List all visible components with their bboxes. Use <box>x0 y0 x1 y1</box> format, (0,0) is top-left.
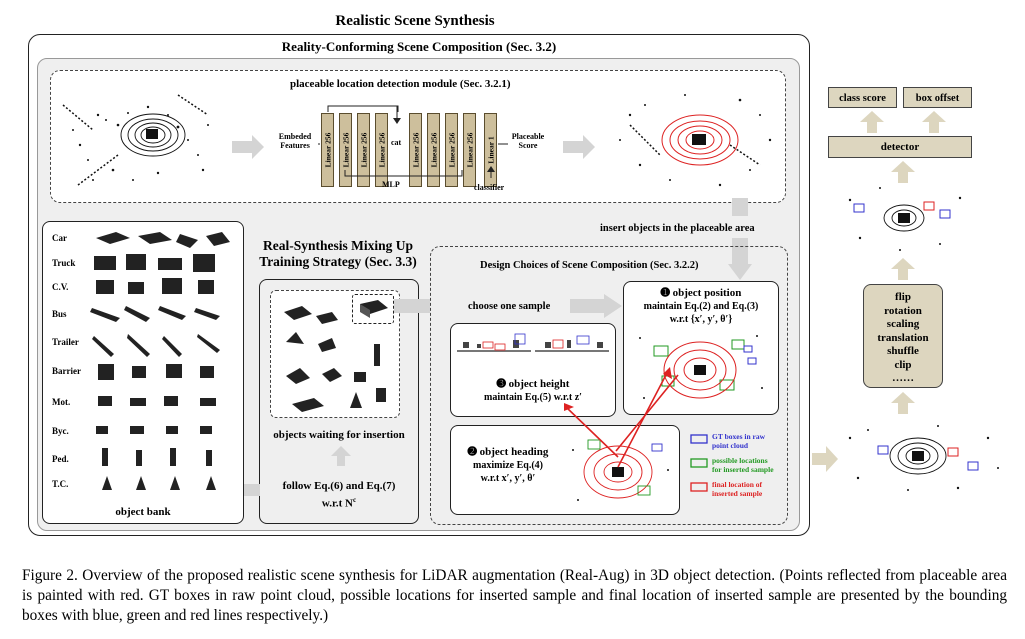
augmentation-box: flip rotation scaling translation shuffl… <box>863 284 943 388</box>
arrow-up-aug <box>891 392 915 414</box>
figure-title: Realistic Scene Synthesis <box>335 13 495 29</box>
heading-text: ➋ object heading maximize Eq.(4) w.r.t x… <box>467 446 549 484</box>
detector-box: detector <box>828 136 972 158</box>
arrow-to-augmented <box>812 446 838 472</box>
linear-256-1: Linear 256 <box>321 113 334 187</box>
linear-256-8: Linear 256 <box>463 113 476 187</box>
composition-title: Reality-Conforming Scene Composition (Se… <box>281 39 557 54</box>
class-label-truck: Truck <box>52 258 76 268</box>
arrow-up-detector <box>891 161 915 183</box>
follow-label: follow Eq.(6) and Eq.(7) w.r.t Nc <box>282 480 396 510</box>
aug-ellipsis: …… <box>892 372 914 384</box>
linear-256-6: Linear 256 <box>427 113 440 187</box>
linear-256-4: Linear 256 <box>375 113 388 187</box>
class-label-traffic-cone: T.C. <box>52 479 69 489</box>
aug-flip: flip <box>895 291 911 303</box>
aug-clip: clip <box>894 358 912 371</box>
linear-1: Linear 1 <box>484 113 497 187</box>
figure-caption: Figure 2. Overview of the proposed reali… <box>22 567 1007 624</box>
selected-sample <box>360 300 388 318</box>
final-point-cloud <box>848 187 962 251</box>
mlp-label: MLP <box>382 180 400 189</box>
design-title: Design Choices of Scene Composition (Sec… <box>480 260 699 271</box>
mlp-connectors <box>318 105 508 178</box>
arrow-2 <box>563 135 595 159</box>
module-title: placeable location detection module (Sec… <box>290 78 511 90</box>
arrow-1 <box>232 135 264 159</box>
legend-swatch-final <box>690 482 708 492</box>
arrow-up-offset <box>922 111 946 133</box>
linear-256-3: Linear 256 <box>357 113 370 187</box>
waiting-objects <box>284 306 386 412</box>
object-position-panel <box>623 281 779 415</box>
arrow-bank-to-strategy <box>244 484 260 496</box>
insert-objects-label: insert objects in the placeable area <box>600 223 755 234</box>
position-text: ➊ object position maintain Eq.(2) and Eq… <box>643 287 759 325</box>
aug-translation: translation <box>877 331 929 344</box>
aug-rotation: rotation <box>884 304 922 317</box>
box-offset-box: box offset <box>903 87 972 108</box>
class-score-box: class score <box>828 87 897 108</box>
class-label-bus: Bus <box>52 309 67 319</box>
legend-swatch-possible <box>690 458 708 468</box>
linear-256-2: Linear 256 <box>339 113 352 187</box>
aug-shuffle: shuffle <box>887 345 919 357</box>
arrow-up-box <box>891 258 915 280</box>
object-bank-samples <box>90 232 230 490</box>
linear-256-7: Linear 256 <box>445 113 458 187</box>
augmented-point-cloud <box>848 425 999 491</box>
design-choices-panel <box>430 246 788 525</box>
choose-sample-label: choose one sample <box>468 301 551 312</box>
selected-sample-box <box>352 294 394 324</box>
class-label-trailer: Trailer <box>52 337 79 347</box>
red-connectors <box>564 367 679 468</box>
arrow-up-strategy <box>331 446 351 466</box>
legend-swatch-gt <box>690 434 708 444</box>
object-height-panel <box>450 323 616 417</box>
arrow-insert-down <box>728 198 752 280</box>
classifier-label: classifier <box>474 183 505 192</box>
class-label-motorcycle: Mot. <box>52 397 71 407</box>
class-label-cv: C.V. <box>52 282 69 292</box>
class-label-barrier: Barrier <box>52 366 81 376</box>
class-label-pedestrian: Ped. <box>52 454 69 464</box>
cat-label: cat <box>391 138 402 147</box>
class-label-car: Car <box>52 233 67 243</box>
linear-256-5: Linear 256 <box>409 113 422 187</box>
object-bank-label: object bank <box>115 506 171 518</box>
waiting-label: objects waiting for insertion <box>273 429 405 441</box>
heading-point-cloud <box>572 439 669 501</box>
raw-point-cloud <box>62 94 209 186</box>
arrow-choose-sample <box>394 294 622 318</box>
aug-scaling: scaling <box>886 318 920 330</box>
class-label-bicycle: Byc. <box>52 426 69 436</box>
arrow-up-class <box>860 111 884 133</box>
height-text: ➌ object height maintain Eq.(5) w.r.t z′ <box>483 378 582 403</box>
height-views <box>457 333 609 352</box>
painted-point-cloud <box>619 94 772 187</box>
